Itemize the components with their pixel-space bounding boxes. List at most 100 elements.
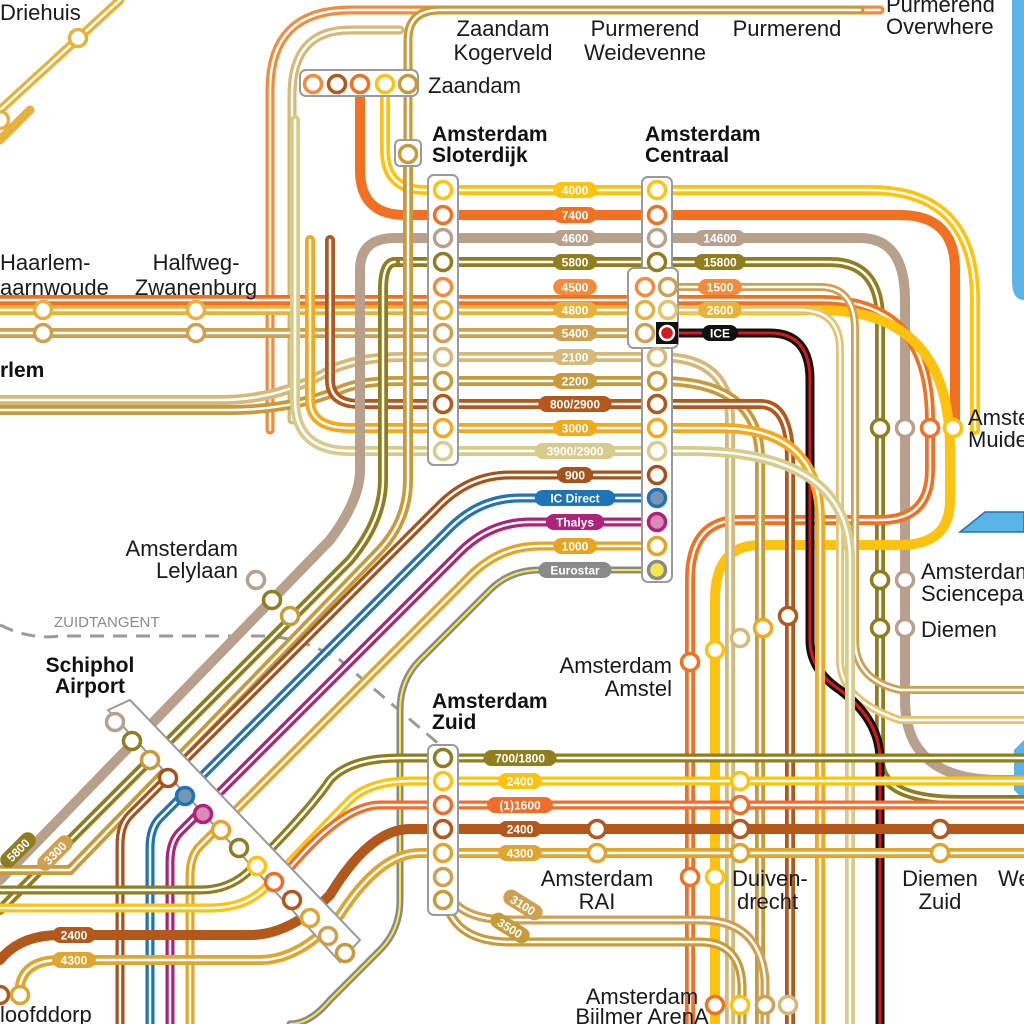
label-sloterdijk-2: Sloterdijk bbox=[432, 144, 528, 167]
route-tag-label: Thalys bbox=[556, 516, 594, 530]
label-purmerend: Purmerend bbox=[733, 16, 842, 41]
route-tag: 2400 bbox=[52, 927, 96, 943]
route-tag: 1000 bbox=[553, 538, 597, 554]
water-strip bbox=[1014, 740, 1024, 800]
route-tag: 900 bbox=[556, 467, 594, 483]
label-spaarnwoude-2: aarnwoude bbox=[0, 275, 109, 300]
label-duivendrecht-2: drecht bbox=[737, 889, 798, 914]
label-zuid-2: Zuid bbox=[432, 711, 476, 734]
route-tag-label: 4000 bbox=[562, 184, 589, 198]
route-tag-label: 700/1800 bbox=[495, 752, 545, 766]
route-tag-label: (1)1600 bbox=[499, 799, 541, 813]
ij-water bbox=[1012, 0, 1024, 300]
route-tag-label: IC Direct bbox=[550, 492, 599, 506]
lake-water bbox=[957, 511, 1024, 533]
label-sciencepark-2: Sciencepa bbox=[921, 581, 1024, 606]
label-halfweg-1: Halfweg- bbox=[153, 250, 240, 275]
label-bijlmer-2: Bijlmer ArenA bbox=[575, 1004, 709, 1024]
label-zuid-1: Amsterdam bbox=[432, 690, 548, 713]
label-zaandam-kogerveld-2: Kogerveld bbox=[453, 40, 552, 65]
route-tag: 5800 bbox=[553, 254, 597, 270]
label-lelylaan-1: Amsterdam bbox=[126, 536, 238, 561]
route-tag: 5400 bbox=[553, 325, 597, 341]
route-tag-label: 2400 bbox=[507, 775, 534, 789]
label-rai-2: RAI bbox=[579, 889, 616, 914]
route-tags: 4000 7400 4600 5800 4500 4800 5400 2100 2200 800/… bbox=[0, 182, 746, 968]
label-zaandam-kogerveld-1: Zaandam bbox=[457, 16, 550, 41]
station-stops bbox=[0, 27, 964, 1016]
route-tag: (1)1600 bbox=[487, 797, 553, 813]
route-tag-label: ICE bbox=[710, 327, 730, 341]
route-tag: 15800 bbox=[694, 254, 746, 270]
route-tag-label: 900 bbox=[565, 469, 585, 483]
route-tag: 800/2900 bbox=[538, 396, 612, 412]
route-tag: 1500 bbox=[698, 279, 742, 295]
label-amstel-2: Amstel bbox=[605, 676, 672, 701]
label-halfweg-2: Zwanenburg bbox=[135, 275, 257, 300]
label-schiphol-2: Airport bbox=[55, 675, 125, 698]
label-bijlmer-1: Amsterdam bbox=[586, 984, 698, 1009]
line-thalys bbox=[165, 517, 660, 1024]
route-tag-label: 4300 bbox=[61, 954, 88, 968]
route-tag-label: 3900/2900 bbox=[547, 445, 604, 459]
label-schiphol-1: Schiphol bbox=[46, 654, 135, 677]
label-diemen-zuid-1: Diemen bbox=[902, 866, 978, 891]
route-tag: 2200 bbox=[553, 373, 597, 389]
line-east-4600 bbox=[390, 233, 1024, 785]
route-tag-label: 7400 bbox=[562, 209, 589, 223]
route-tag: 700/1800 bbox=[483, 750, 557, 766]
route-tag: 4300 bbox=[52, 952, 96, 968]
label-weesp: We bbox=[998, 866, 1024, 891]
label-purmerend-overwhere-2: Overwhere bbox=[886, 14, 994, 39]
route-tag: Eurostar bbox=[538, 562, 612, 578]
route-tag: 4500 bbox=[553, 279, 597, 295]
route-tag-label: 800/2900 bbox=[550, 398, 600, 412]
label-spaarnwoude-1: Haarlem- bbox=[0, 250, 90, 275]
route-tag-label: 2400 bbox=[61, 929, 88, 943]
label-purmerend-weidevenne-2: Weidevenne bbox=[584, 40, 706, 65]
label-diemen: Diemen bbox=[921, 617, 997, 642]
route-tag: IC Direct bbox=[534, 490, 616, 506]
route-tag: 2400 bbox=[498, 821, 542, 837]
label-diemen-zuid-2: Zuid bbox=[919, 889, 962, 914]
route-tag-label: 1500 bbox=[707, 281, 734, 295]
line-2400-rai bbox=[0, 824, 1024, 965]
route-tag-label: 2200 bbox=[562, 375, 589, 389]
route-tag-label: 2600 bbox=[707, 304, 734, 318]
route-tag-label: 1000 bbox=[562, 540, 589, 554]
route-tag-label: 2400 bbox=[507, 823, 534, 837]
route-tag-label: 4600 bbox=[562, 232, 589, 246]
route-tag: 4600 bbox=[553, 230, 597, 246]
route-tag-label: Eurostar bbox=[550, 564, 600, 578]
route-tag: 3900/2900 bbox=[534, 443, 616, 459]
route-tag-label: 3000 bbox=[562, 422, 589, 436]
label-hoofddorp: loofddorp bbox=[0, 1002, 92, 1024]
route-tag-label: 4800 bbox=[562, 304, 589, 318]
route-tag: 14600 bbox=[694, 230, 746, 246]
label-sciencepark-1: Amsterdam bbox=[921, 559, 1024, 584]
label-centraal-2: Centraal bbox=[645, 144, 729, 167]
label-sloterdijk-1: Amsterdam bbox=[432, 123, 548, 146]
label-driehuis: Driehuis bbox=[0, 0, 81, 25]
label-zaandam: Zaandam bbox=[428, 73, 521, 98]
route-tag: 4300 bbox=[498, 845, 542, 861]
route-tag: 7400 bbox=[553, 207, 597, 223]
label-haarlem: rlem bbox=[0, 359, 44, 382]
route-tag: 2400 bbox=[498, 773, 542, 789]
route-tag: 2600 bbox=[698, 302, 742, 318]
label-lelylaan-2: Lelylaan bbox=[156, 558, 238, 583]
label-muiderpoort-2: Muide bbox=[968, 427, 1024, 452]
line-4600-west bbox=[0, 233, 400, 885]
route-tag: 3000 bbox=[553, 420, 597, 436]
label-centraal-1: Amsterdam bbox=[645, 123, 761, 146]
route-tag-label: 15800 bbox=[703, 256, 737, 270]
route-tag-label: 4500 bbox=[562, 281, 589, 295]
label-purmerend-weidevenne-1: Purmerend bbox=[591, 16, 700, 41]
route-tag-label: 4300 bbox=[507, 847, 534, 861]
route-tag: 2100 bbox=[553, 349, 597, 365]
route-tag-label: 2100 bbox=[562, 351, 589, 365]
route-tag: 4000 bbox=[553, 182, 597, 198]
route-tag-label: 5400 bbox=[562, 327, 589, 341]
